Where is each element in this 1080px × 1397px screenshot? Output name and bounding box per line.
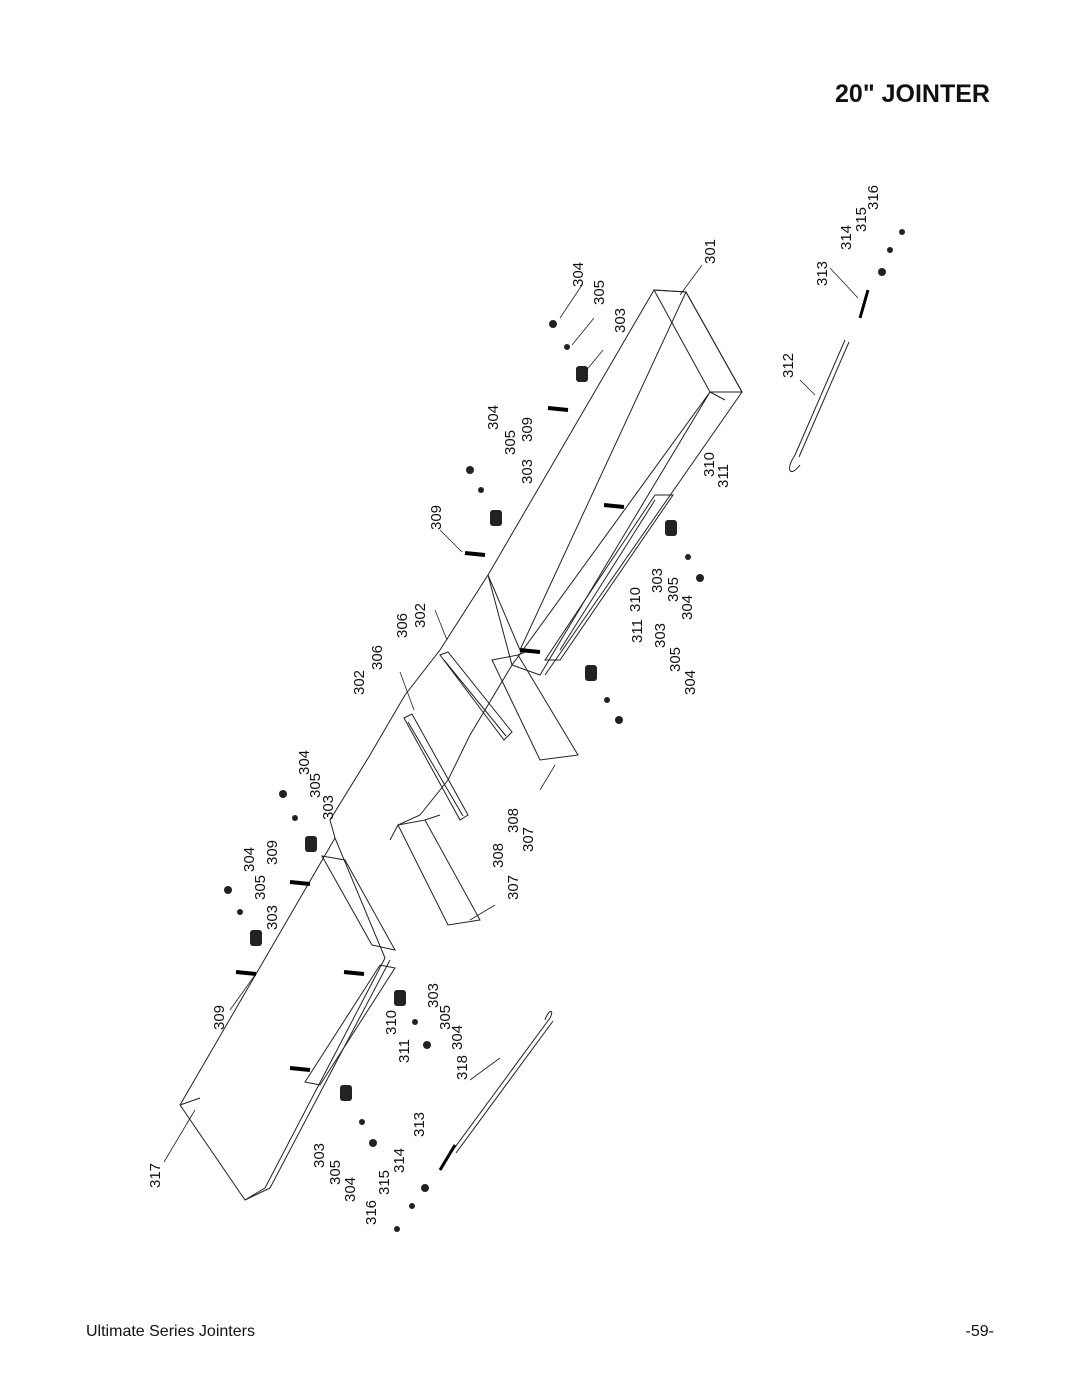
- callout-317: 317: [147, 1163, 164, 1188]
- callout-303: 303: [652, 623, 669, 648]
- callout-309: 309: [264, 840, 281, 865]
- callout-307: 307: [505, 875, 522, 900]
- callout-309: 309: [519, 417, 536, 442]
- guard-plate-lower: [397, 814, 481, 926]
- callout-304: 304: [342, 1177, 359, 1202]
- callout-309: 309: [428, 505, 445, 530]
- callout-303: 303: [649, 568, 666, 593]
- callout-315: 315: [853, 207, 870, 232]
- callout-304: 304: [485, 405, 502, 430]
- callout-304: 304: [570, 262, 587, 287]
- callout-311: 311: [629, 619, 646, 643]
- callout-305: 305: [502, 430, 519, 455]
- callout-305: 305: [665, 577, 682, 602]
- bolts: [235, 406, 625, 1072]
- callout-304: 304: [679, 595, 696, 620]
- knife-strip-lower: [403, 713, 469, 821]
- callout-308: 308: [490, 843, 507, 868]
- callout-305: 305: [307, 773, 324, 798]
- spring-313-left: [438, 1144, 457, 1171]
- callout-labels: 301 302 302 303 303 303 303 303 303 303 …: [147, 185, 882, 1225]
- callout-314: 314: [391, 1148, 408, 1173]
- callout-307: 307: [520, 827, 537, 852]
- callout-314: 314: [838, 225, 855, 250]
- knife-strip-upper: [439, 651, 513, 741]
- callout-302: 302: [412, 603, 429, 628]
- callout-310: 310: [627, 587, 644, 612]
- callout-313: 313: [814, 261, 831, 286]
- callout-315: 315: [376, 1170, 393, 1195]
- footer-page-number: -59-: [965, 1323, 994, 1340]
- hardware: [224, 229, 905, 1232]
- callout-310: 310: [383, 1010, 400, 1035]
- callout-311: 311: [396, 1039, 413, 1063]
- callout-316: 316: [363, 1200, 380, 1225]
- callout-313: 313: [411, 1112, 428, 1137]
- callout-301: 301: [702, 239, 719, 264]
- callout-303: 303: [264, 905, 281, 930]
- callout-304: 304: [296, 750, 313, 775]
- callout-304: 304: [241, 847, 258, 872]
- callout-303: 303: [519, 459, 536, 484]
- page-title: 20" JOINTER: [835, 80, 990, 108]
- callout-305: 305: [437, 1005, 454, 1030]
- callout-310: 310: [701, 452, 718, 477]
- callout-306: 306: [369, 645, 386, 670]
- callout-309: 309: [211, 1005, 228, 1030]
- callout-304: 304: [682, 670, 699, 695]
- callout-311: 311: [715, 464, 732, 488]
- callout-305: 305: [327, 1160, 344, 1185]
- callout-304: 304: [449, 1025, 466, 1050]
- footer-series-name: Ultimate Series Jointers: [86, 1323, 255, 1340]
- callout-303: 303: [612, 308, 629, 333]
- shaft-312: [789, 339, 850, 473]
- callout-303: 303: [311, 1143, 328, 1168]
- spring-313-right: [858, 289, 870, 319]
- callout-312: 312: [780, 353, 797, 378]
- shaft-318: [452, 1011, 554, 1154]
- callout-303: 303: [320, 795, 337, 820]
- callout-305: 305: [252, 875, 269, 900]
- callout-305: 305: [667, 647, 684, 672]
- callout-305: 305: [591, 280, 608, 305]
- callout-316: 316: [865, 185, 882, 210]
- guard-plate-upper: [491, 649, 579, 761]
- callout-318: 318: [454, 1055, 471, 1080]
- center-section: [329, 574, 513, 841]
- leader-lines: [163, 264, 859, 1163]
- callout-306: 306: [394, 613, 411, 638]
- callout-308: 308: [505, 808, 522, 833]
- infeed-table: [179, 836, 396, 1201]
- callout-303: 303: [425, 983, 442, 1008]
- callout-302: 302: [351, 670, 368, 695]
